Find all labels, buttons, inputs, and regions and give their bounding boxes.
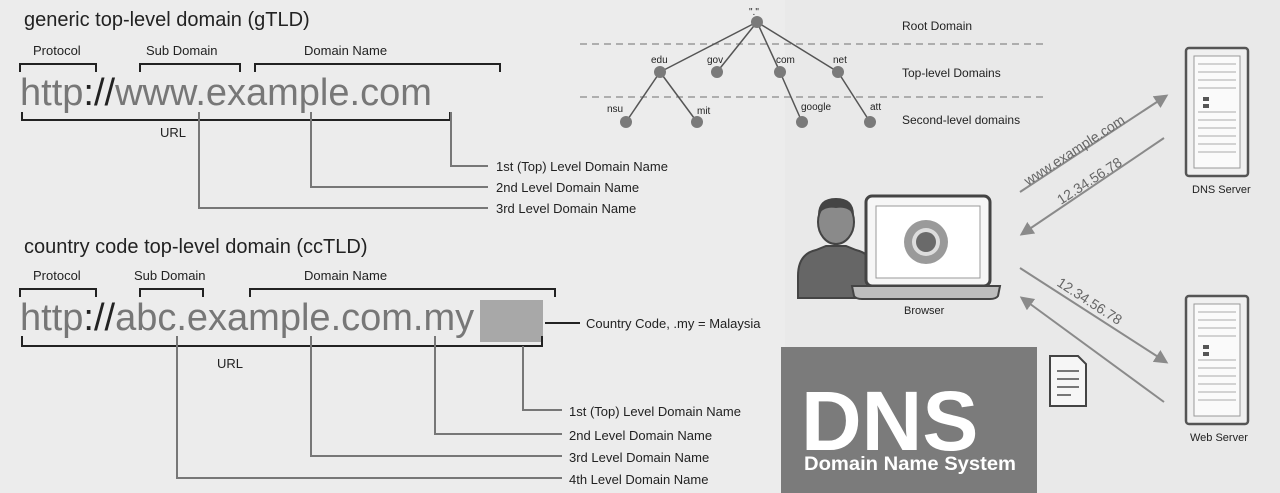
- gtld-url-scheme: http: [20, 72, 83, 114]
- dns-logo-background: [781, 347, 1037, 493]
- tree-tld-com: com: [776, 55, 795, 66]
- cctld-url-sld: .com: [331, 297, 413, 339]
- request-ip-text: 12.34.56.78: [1054, 274, 1125, 328]
- gtld-subdomain-label: Sub Domain: [146, 43, 218, 58]
- gtld-url-separator: ://: [83, 72, 115, 114]
- cctld-level4-label: 4th Level Domain Name: [569, 472, 708, 487]
- gtld-leader-level3: [198, 112, 488, 209]
- tree-node-mit: [691, 116, 703, 128]
- query-arrow: [1019, 94, 1169, 193]
- gtld-url: http://www.example.com: [20, 72, 432, 114]
- gtld-url-tld: .com: [350, 72, 432, 114]
- cctld-level3-label: 3rd Level Domain Name: [569, 450, 709, 465]
- tree-node-nsu: [620, 116, 632, 128]
- cctld-url-country-code: .my: [413, 297, 474, 339]
- cctld-url: http://abc.example.com.my: [20, 297, 474, 339]
- tree-sld-att: att: [870, 102, 881, 113]
- chrome-icon: [904, 220, 948, 264]
- gtld-protocol-bracket: [19, 63, 97, 72]
- user-icon: [797, 198, 875, 299]
- web-server-label: Web Server: [1190, 432, 1248, 444]
- cctld-domainname-label: Domain Name: [304, 268, 387, 283]
- cctld-leader-level4: [176, 336, 562, 479]
- tree-sld-nsu: nsu: [607, 104, 623, 115]
- cctld-domain-bracket: [249, 288, 556, 297]
- query-text: www.example.com: [1020, 112, 1127, 190]
- cctld-level2-label: 2nd Level Domain Name: [569, 428, 712, 443]
- gtld-url-domain: .example: [195, 72, 349, 114]
- cctld-url-scheme: http: [20, 297, 83, 339]
- laptop-icon: [850, 194, 1002, 300]
- cctld-url-domain: .example: [176, 297, 330, 339]
- tree-tld-gov: gov: [707, 55, 723, 66]
- cctld-country-note: Country Code, .my = Malaysia: [586, 316, 761, 331]
- tree-node-com: [774, 66, 786, 78]
- tree-root-domain-label: Root Domain: [902, 19, 972, 33]
- dns-server-label: DNS Server: [1192, 184, 1251, 196]
- tree-tld-edu: edu: [651, 55, 668, 66]
- tree-sld-row-label: Second-level domains: [902, 113, 1020, 127]
- web-server-icon: [1184, 294, 1250, 426]
- dns-logo-text: DNS: [801, 374, 978, 468]
- tree-edges: [625, 21, 871, 123]
- tree-node-google: [796, 116, 808, 128]
- url-anatomy-panel: [0, 0, 785, 493]
- cctld-protocol-bracket: [19, 288, 97, 297]
- tree-tld-row-label: Top-level Domains: [902, 66, 1001, 80]
- gtld-domainname-label: Domain Name: [304, 43, 387, 58]
- gtld-level2-label: 2nd Level Domain Name: [496, 180, 639, 195]
- gtld-url-label: URL: [160, 125, 186, 140]
- tree-node-net: [832, 66, 844, 78]
- cctld-url-label: URL: [217, 356, 243, 371]
- browser-label: Browser: [904, 305, 945, 317]
- cctld-level1-label: 1st (Top) Level Domain Name: [569, 404, 741, 419]
- gtld-level1-label: 1st (Top) Level Domain Name: [496, 159, 668, 174]
- gtld-level3-label: 3rd Level Domain Name: [496, 201, 636, 216]
- gtld-protocol-label: Protocol: [33, 43, 81, 58]
- gtld-subdomain-bracket: [139, 63, 241, 72]
- cctld-country-highlight: [480, 300, 543, 342]
- cctld-url-bracket: [21, 336, 543, 347]
- cctld-heading: country code top-level domain (ccTLD): [24, 236, 367, 258]
- dns-logo-subtitle: Domain Name System: [804, 454, 1016, 475]
- request-arrow: [1019, 267, 1169, 364]
- tree-sld-mit: mit: [697, 106, 711, 117]
- response-arrow: [1019, 296, 1165, 403]
- cctld-leader-level1: [522, 346, 562, 411]
- tree-node-gov: [711, 66, 723, 78]
- gtld-leader-level2: [310, 112, 488, 188]
- cctld-protocol-label: Protocol: [33, 268, 81, 283]
- tree-tld-net: net: [833, 55, 847, 66]
- answer-arrow: [1019, 137, 1165, 236]
- cctld-subdomain-label: Sub Domain: [134, 268, 206, 283]
- document-icon: [1049, 355, 1087, 407]
- tree-node-att: [864, 116, 876, 128]
- tree-root-node: [751, 16, 763, 28]
- tree-root-label: ".": [749, 7, 759, 18]
- dns-server-icon: [1184, 46, 1250, 178]
- gtld-heading: generic top-level domain (gTLD): [24, 9, 310, 31]
- cctld-leader-level3: [310, 336, 562, 457]
- gtld-leader-level1: [450, 112, 488, 167]
- tree-node-edu: [654, 66, 666, 78]
- cctld-url-separator: ://: [83, 297, 115, 339]
- cctld-url-subdomain: abc: [115, 297, 176, 339]
- tree-sld-google: google: [801, 102, 831, 113]
- gtld-url-subdomain: www: [114, 72, 198, 114]
- gtld-domain-bracket: [254, 63, 501, 72]
- cctld-leader-level2: [434, 336, 562, 435]
- cctld-subdomain-bracket: [139, 288, 204, 297]
